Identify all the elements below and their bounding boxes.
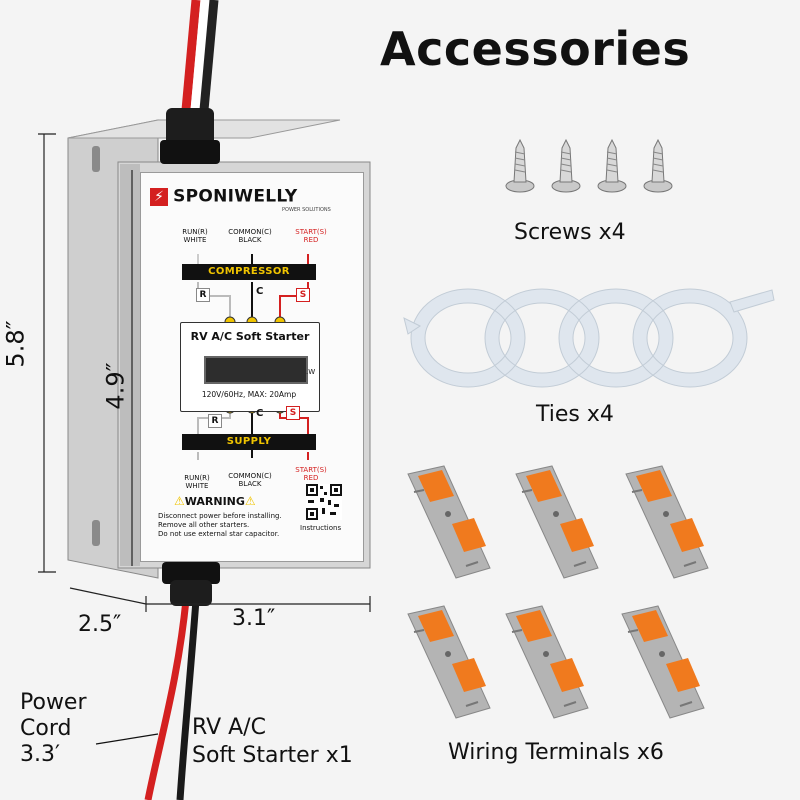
power-cord-line: Cord bbox=[20, 716, 72, 741]
bolt-icon: ⚡ bbox=[150, 187, 168, 206]
top-run-label: RUN(R) WHITE bbox=[182, 228, 208, 244]
bottom-cable-gland bbox=[162, 562, 220, 606]
brand-name: SPONIWELLY bbox=[173, 186, 298, 207]
terminal-icon bbox=[515, 465, 599, 579]
terminal-icon bbox=[621, 605, 705, 719]
dimension-lines bbox=[38, 133, 371, 612]
warning-line: Do not use external star capacitor. bbox=[158, 530, 280, 538]
warning-title: WARNING bbox=[184, 495, 245, 508]
top-start-label: START(S) RED bbox=[295, 228, 327, 244]
top-cable bbox=[181, 0, 219, 111]
power-cord-line: Power bbox=[20, 690, 87, 715]
warning-heading: ⚠WARNING⚠ bbox=[174, 494, 256, 508]
lcd-screen bbox=[204, 356, 308, 384]
width-dim: 3.1″ bbox=[232, 606, 276, 631]
bottom-run-label: RUN(R) WHITE bbox=[184, 474, 210, 490]
brand-logo: ⚡ SPONIWELLY bbox=[150, 186, 350, 207]
terminal-icon bbox=[407, 465, 491, 579]
warning-line: Remove all other starters. bbox=[158, 521, 250, 529]
warning-text: Disconnect power before installing. Remo… bbox=[158, 512, 308, 539]
terminals-label: Wiring Terminals x6 bbox=[448, 740, 664, 765]
screws-image bbox=[505, 138, 673, 193]
bottom-c-letter: C bbox=[256, 408, 264, 419]
bottom-start-label: START(S) RED bbox=[295, 466, 327, 482]
warning-icon: ⚠ bbox=[244, 494, 256, 508]
bottom-s-letter: S bbox=[286, 406, 300, 420]
terminal-icon bbox=[505, 605, 589, 719]
bottom-r-letter: R bbox=[208, 414, 222, 428]
height-outer-dim: 5.8″ bbox=[1, 320, 30, 368]
qr-code bbox=[306, 484, 342, 520]
screws-label: Screws x4 bbox=[514, 220, 626, 245]
terminal-icon bbox=[625, 465, 709, 579]
product-name: RV A/C Soft Starter bbox=[190, 330, 310, 343]
brand-sub: POWER SOLUTIONS bbox=[282, 207, 331, 213]
warning-line: Disconnect power before installing. bbox=[158, 512, 282, 520]
rating-text: 120V/60Hz, MAX: 20Amp bbox=[201, 390, 297, 399]
power-cord-line: 3.3′ bbox=[20, 742, 60, 767]
bottom-common-label: COMMON(C) BLACK bbox=[228, 472, 272, 488]
supply-bar: SUPPLY bbox=[182, 434, 316, 450]
terminal-icon bbox=[407, 605, 491, 719]
compressor-bar: COMPRESSOR bbox=[182, 264, 316, 280]
accessories-title: Accessories bbox=[380, 22, 691, 76]
top-s-letter: S bbox=[296, 288, 310, 302]
starter-line: Soft Starter x1 bbox=[192, 743, 353, 768]
top-cable-gland bbox=[160, 108, 220, 164]
screw-icon bbox=[505, 138, 535, 193]
warning-icon: ⚠ bbox=[174, 494, 185, 508]
ties-image bbox=[403, 288, 775, 388]
ties-label: Ties x4 bbox=[536, 402, 614, 427]
depth-dim: 2.5″ bbox=[78, 612, 122, 637]
lcd-unit: .W bbox=[306, 368, 316, 376]
power-cord bbox=[144, 599, 200, 800]
top-r-letter: R bbox=[196, 288, 210, 302]
top-c-letter: C bbox=[256, 286, 264, 297]
qr-label: Instructions bbox=[300, 524, 342, 532]
top-common-label: COMMON(C) BLACK bbox=[228, 228, 272, 244]
wiring-terminals-image bbox=[407, 465, 709, 719]
power-cord-caption: Power Cord 3.3′ bbox=[20, 690, 87, 768]
starter-caption: RV A/C Soft Starter x1 bbox=[192, 714, 353, 770]
height-inner-dim: 4.9″ bbox=[101, 362, 130, 410]
starter-line: RV A/C bbox=[192, 715, 266, 740]
